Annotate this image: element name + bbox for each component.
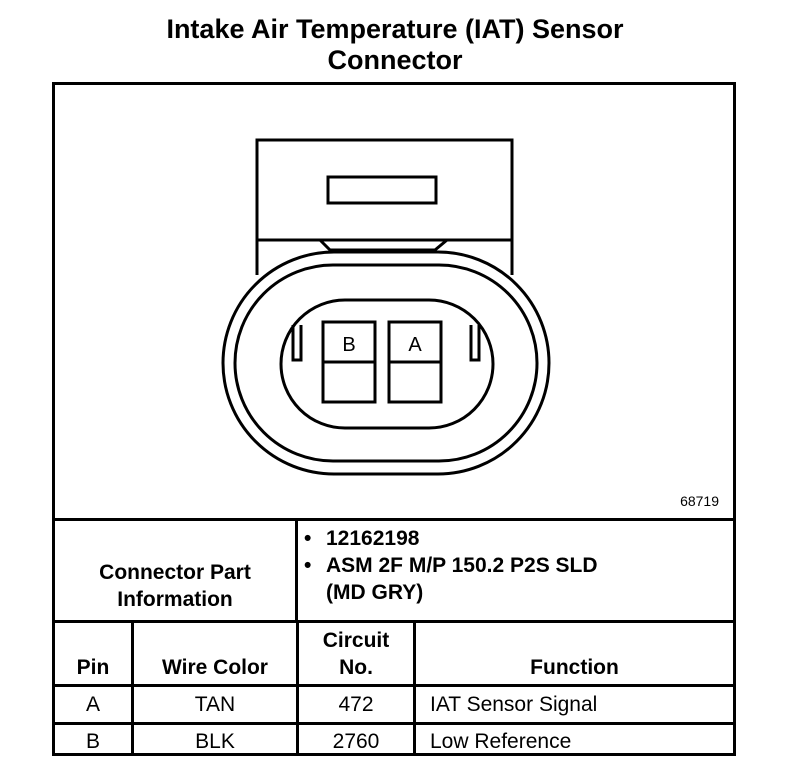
connector-frame: B A 68719 Connector Part Information 121… (52, 82, 736, 756)
header-wire-color-cell: Wire Color (131, 623, 296, 684)
terminal-cavity (279, 298, 495, 430)
connector-drawing: B A (221, 138, 551, 476)
row-b-circuit: 2760 (332, 730, 380, 753)
connector-part-label-cell: Connector Part Information (55, 521, 295, 620)
header-wire-color: Wire Color (162, 656, 268, 679)
header-function: Function (530, 656, 619, 679)
table-row: A TAN 472 IAT Sensor Signal (55, 684, 733, 722)
header-pin: Pin (76, 656, 110, 679)
figure-number: 68719 (680, 493, 719, 509)
header-pin-cell: Pin (55, 623, 131, 684)
part-color: (MD GRY) (326, 581, 424, 604)
connector-part-label-line-2: Information (117, 588, 233, 611)
row-b-wire-color-cell: BLK (131, 725, 296, 756)
right-key (469, 325, 481, 362)
row-a-pin-cell: A (55, 687, 131, 722)
part-description-item: ASM 2F M/P 150.2 P2S SLD (MD GRY) (298, 552, 733, 606)
pin-label-b: B (342, 334, 355, 356)
row-b-function: Low Reference (430, 730, 572, 753)
row-a-circuit: 472 (338, 693, 374, 716)
header-circuit-line-2: No. (339, 656, 373, 679)
connector-part-list: 12162198 ASM 2F M/P 150.2 P2S SLD (MD GRY… (298, 525, 733, 606)
latch-housing (255, 138, 514, 242)
part-number: 12162198 (326, 527, 420, 550)
row-a-wire-color: TAN (194, 693, 236, 716)
connector-part-label-line-1: Connector Part (99, 561, 251, 584)
table-header-row: Pin Wire Color Circuit No. Function (55, 620, 733, 684)
latch-window (326, 175, 438, 205)
part-description: ASM 2F M/P 150.2 P2S SLD (326, 554, 598, 577)
inner-shell (233, 263, 539, 463)
row-a-function: IAT Sensor Signal (430, 693, 598, 716)
row-a-pin: A (85, 693, 100, 716)
lock-tab (255, 238, 514, 275)
header-function-cell: Function (413, 623, 733, 684)
connector-part-values-cell: 12162198 ASM 2F M/P 150.2 P2S SLD (MD GRY… (295, 521, 733, 620)
connector-part-row: Connector Part Information 12162198 ASM … (55, 518, 733, 620)
row-b-pin: B (85, 730, 100, 753)
connector-figure: B A 68719 (55, 85, 733, 519)
title-line-1: Intake Air Temperature (IAT) Sensor (166, 14, 624, 44)
table-row: B BLK 2760 Low Reference (55, 722, 733, 756)
row-a-wire-color-cell: TAN (131, 687, 296, 722)
title-line-2: Connector (327, 45, 463, 75)
row-b-pin-cell: B (55, 725, 131, 756)
row-b-wire-color: BLK (195, 730, 235, 753)
header-circuit-cell: Circuit No. (296, 623, 413, 684)
part-number-item: 12162198 (298, 525, 733, 552)
diagram-title: Intake Air Temperature (IAT) Sensor Conn… (0, 14, 790, 76)
header-circuit-line-1: Circuit (322, 629, 390, 652)
row-b-circuit-cell: 2760 (296, 725, 413, 756)
row-b-function-cell: Low Reference (413, 725, 733, 756)
row-a-function-cell: IAT Sensor Signal (413, 687, 733, 722)
pin-label-a: A (408, 334, 422, 356)
left-key (291, 325, 303, 362)
row-a-circuit-cell: 472 (296, 687, 413, 722)
outer-shell (221, 250, 551, 476)
